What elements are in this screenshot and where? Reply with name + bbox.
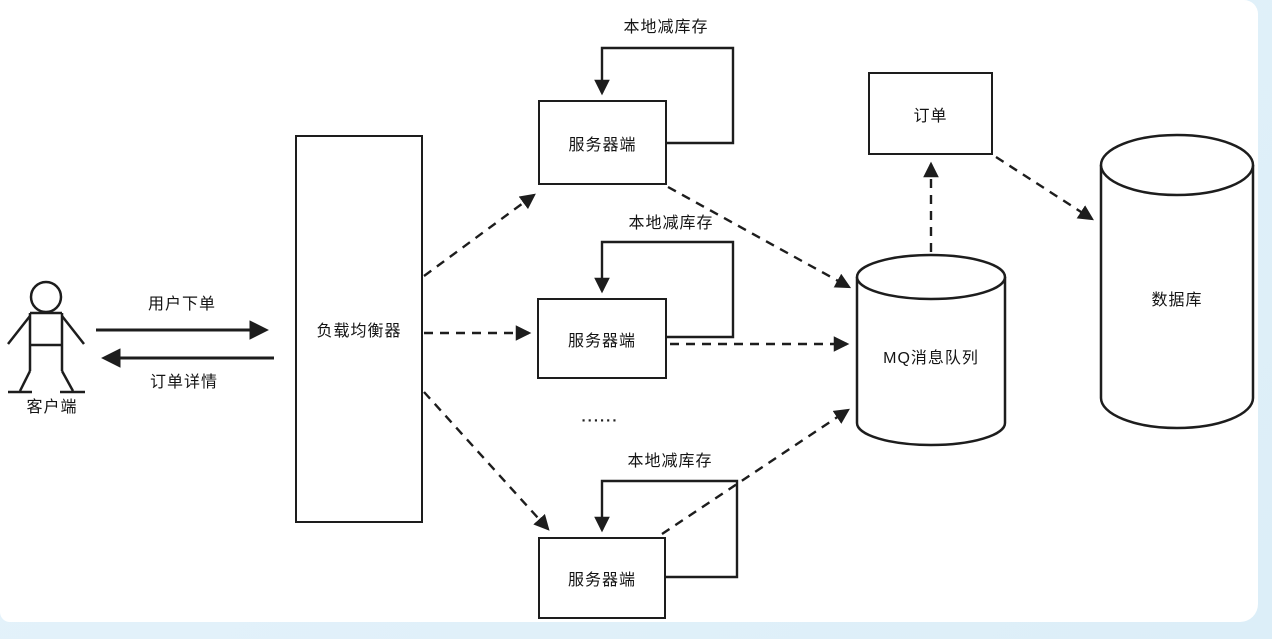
mq-cylinder: [855, 253, 1007, 447]
server-3-loop-label: 本地减库存: [627, 453, 713, 470]
order-box: 订单: [868, 72, 993, 155]
arrow-server-3-mq: [661, 408, 850, 535]
server-1-loop-arrow: [594, 46, 735, 145]
load-balancer-label: 负载均衡器: [316, 323, 402, 340]
order-label: 订单: [913, 107, 948, 125]
server-box-3: 服务器端: [538, 537, 666, 619]
server-3-loop-arrow: [594, 479, 739, 579]
server-2-loop-arrow: [594, 240, 735, 339]
server-3-label: 服务器端: [567, 572, 636, 589]
order-details-flow-label: 订单详情: [149, 374, 219, 391]
arrow-order-database: [995, 155, 1094, 221]
server-1-loop-label: 本地减库存: [623, 19, 709, 36]
server-1-label: 服务器端: [568, 136, 637, 154]
arrow-server-1-mq: [667, 185, 852, 289]
client-label: 客户端: [26, 399, 78, 416]
server-box-2: 服务器端: [537, 298, 667, 379]
diagram-card: 负载均衡器 服务器端 服务器端 服务器端 订单 客户端 用户下单 订单详情 本地…: [0, 0, 1258, 622]
mq-label: MQ消息队列: [883, 350, 979, 367]
user-order-flow-label: 用户下单: [147, 296, 217, 313]
server-2-loop-label: 本地减库存: [628, 215, 714, 232]
servers-ellipsis: ......: [581, 408, 619, 426]
arrow-lb-server-3: [423, 391, 550, 531]
client-figure-icon: [7, 280, 85, 394]
server-box-1: 服务器端: [538, 100, 667, 185]
arrow-lb-server-1: [423, 193, 536, 277]
database-cylinder: [1099, 133, 1255, 430]
database-label: 数据库: [1151, 292, 1203, 309]
server-2-label: 服务器端: [567, 332, 636, 350]
load-balancer-box: 负载均衡器: [295, 135, 423, 523]
